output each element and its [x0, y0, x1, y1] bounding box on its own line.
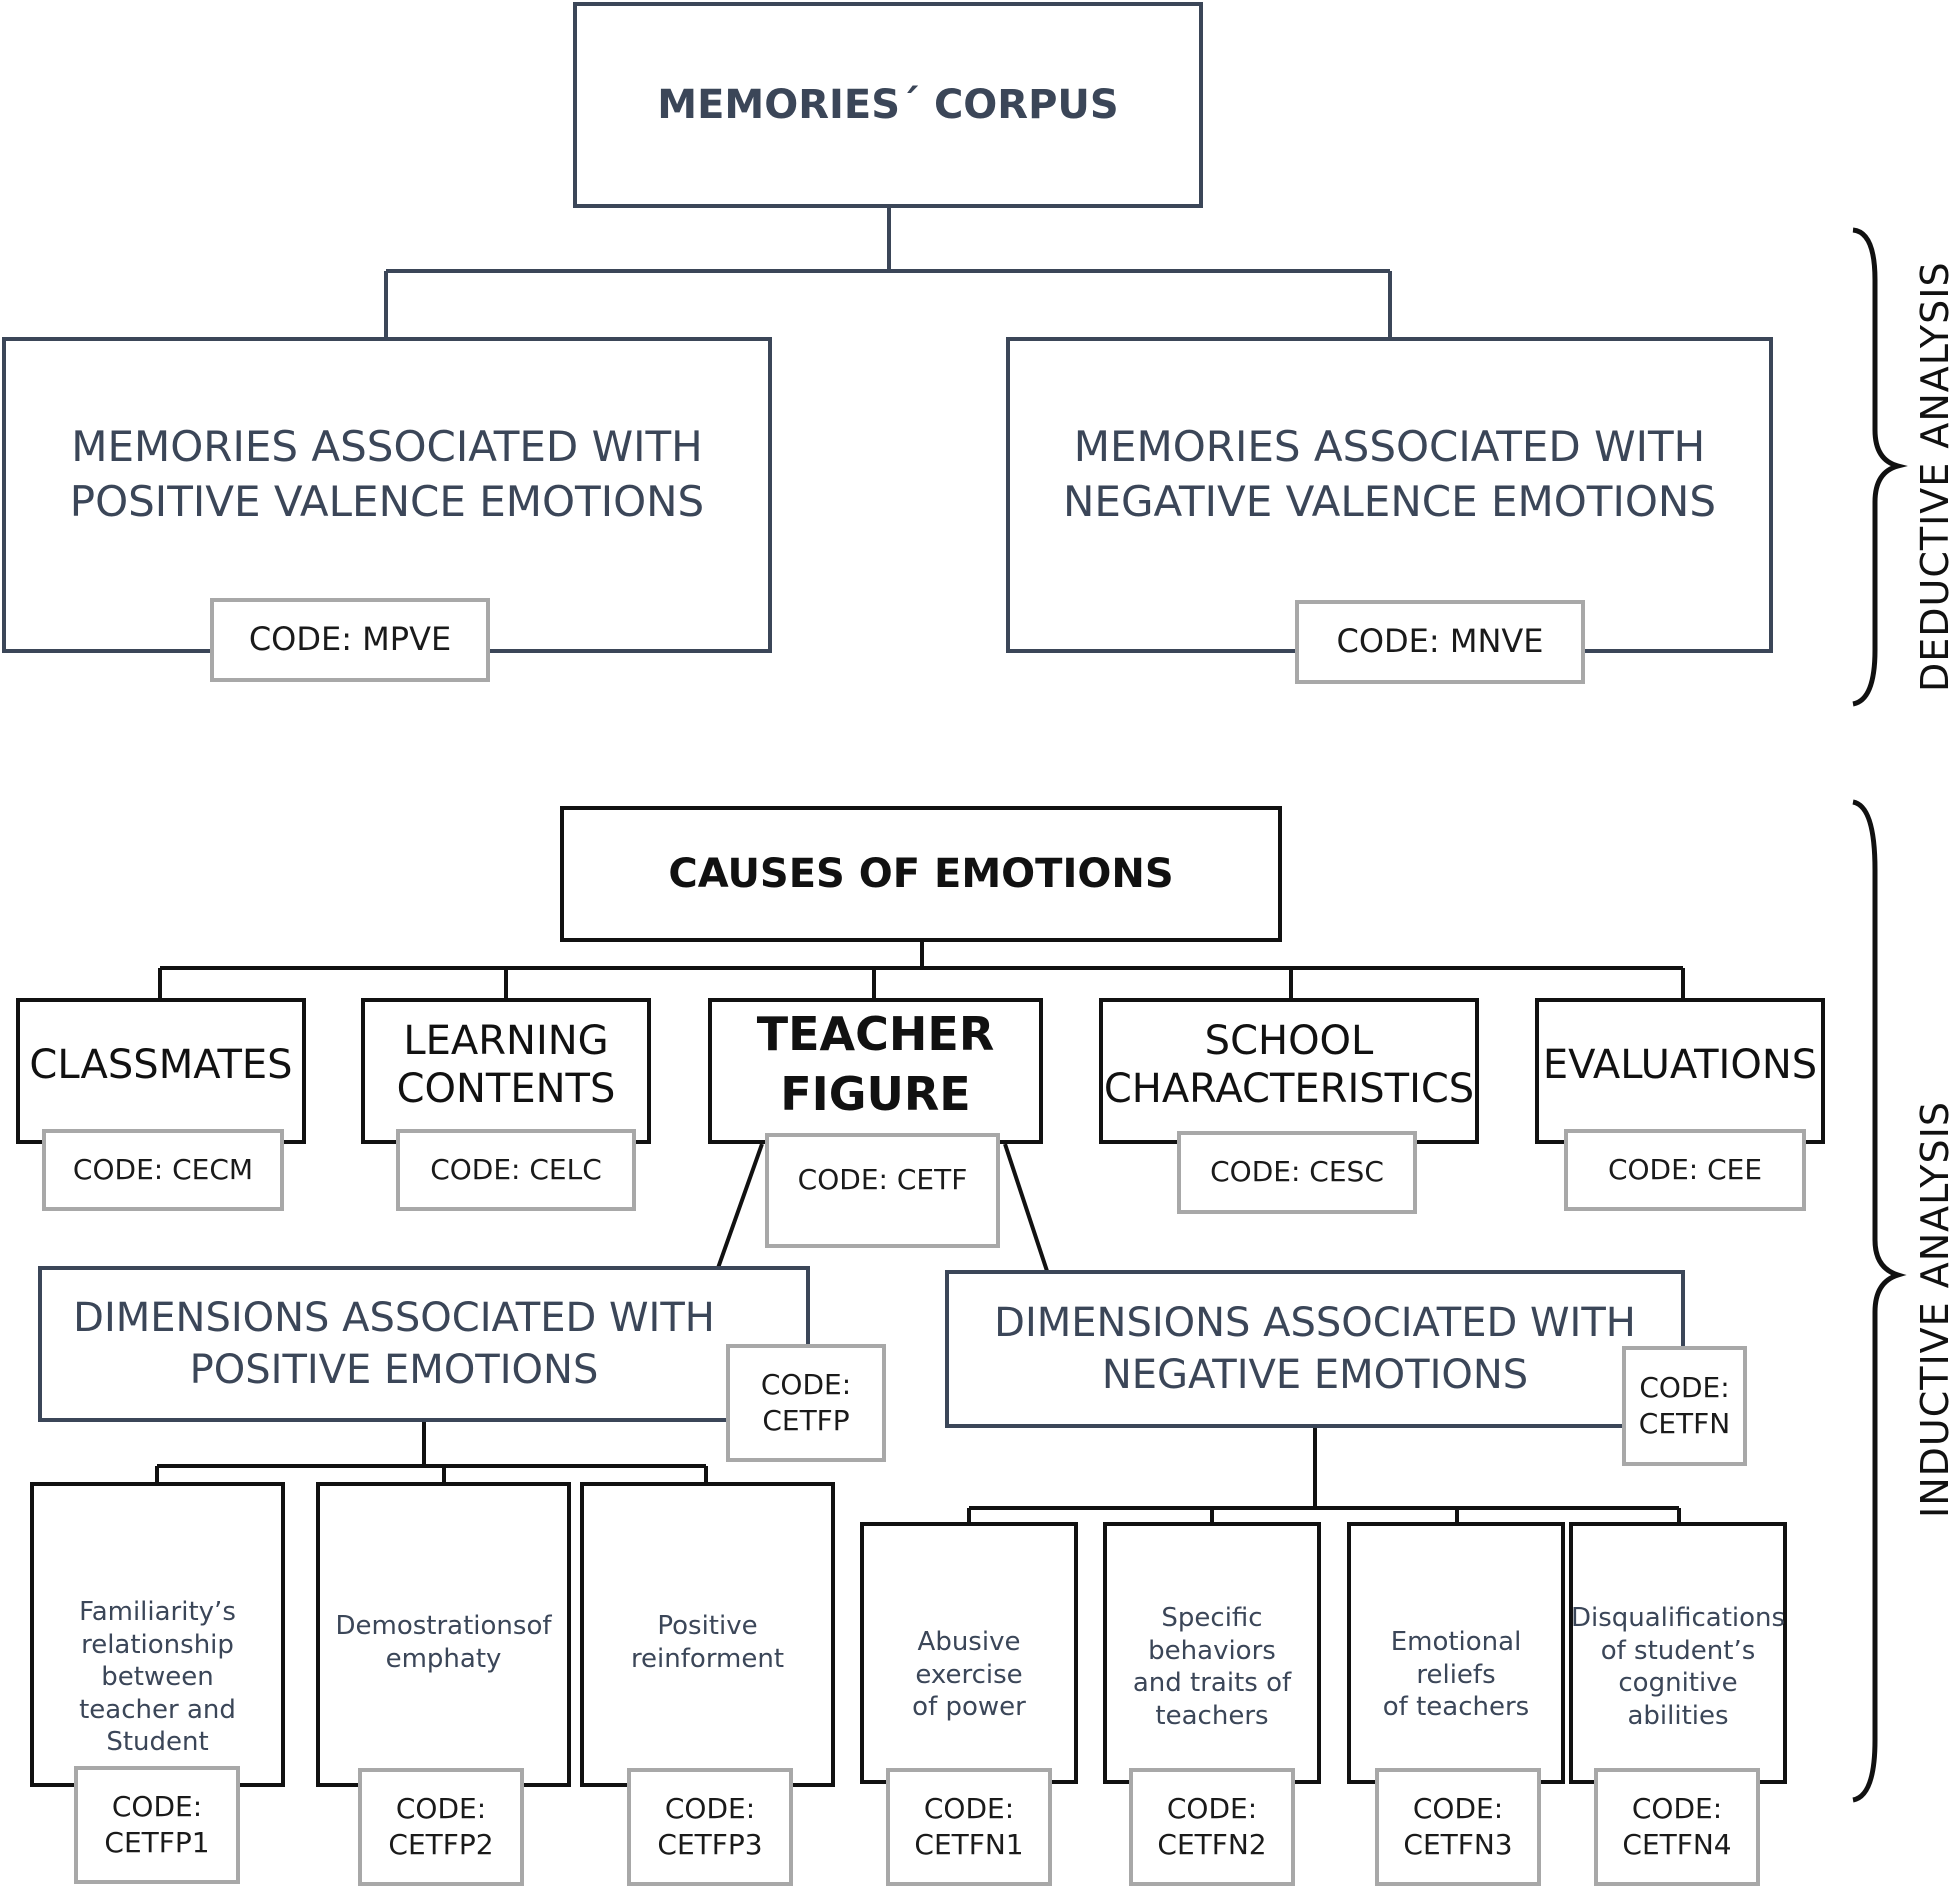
- cause-evaluations-box: EVALUATIONS: [1535, 998, 1825, 1144]
- leaf-disqualifications-box: Disqualifications of student’s cognitive…: [1569, 1522, 1787, 1784]
- code-cetf-label: CODE: CETF: [797, 1163, 968, 1197]
- code-cetfn: CODE: CETFN: [1622, 1346, 1747, 1466]
- leaf-emotional-reliefs-box: Emotional reliefs of teachers: [1347, 1522, 1565, 1784]
- code-cetfn1: CODE: CETFN1: [886, 1768, 1052, 1886]
- negative-valence-box: MEMORIES ASSOCIATED WITH NEGATIVE VALENC…: [1006, 337, 1773, 653]
- cause-school-characteristics-label: SCHOOL CHARACTERISTICS: [1103, 1018, 1475, 1112]
- memories-corpus-box: MEMORIES´ CORPUS: [573, 2, 1203, 208]
- leaf-disqualifications-label: Disqualifications of student’s cognitive…: [1570, 1603, 1786, 1731]
- code-mpve-label: CODE: MPVE: [248, 620, 452, 659]
- code-cetfn2: CODE: CETFN2: [1129, 1768, 1295, 1886]
- code-cetfp1-label: CODE: CETFP1: [104, 1789, 210, 1859]
- leaf-familiarity-box: Familiarity’s relationship between teach…: [30, 1482, 285, 1787]
- cause-evaluations-label: EVALUATIONS: [1542, 1042, 1818, 1088]
- causes-of-emotions-label: CAUSES OF EMOTIONS: [668, 851, 1174, 897]
- leaf-empathy-box: Demostrationsof emphaty: [316, 1482, 571, 1787]
- dim-positive-box: DIMENSIONS ASSOCIATED WITH POSITIVE EMOT…: [38, 1266, 810, 1422]
- cause-teacher-figure-box: TEACHER FIGURE: [708, 998, 1043, 1144]
- code-celc-label: CODE: CELC: [430, 1152, 602, 1186]
- leaf-familiarity-label: Familiarity’s relationship between teach…: [79, 1597, 236, 1757]
- code-celc: CODE: CELC: [396, 1129, 636, 1211]
- code-cetfp2-label: CODE: CETFP2: [388, 1791, 494, 1861]
- code-mnve: CODE: MNVE: [1295, 600, 1585, 684]
- code-cetfp: CODE: CETFP: [726, 1344, 886, 1462]
- cause-learning-contents-box: LEARNING CONTENTS: [361, 998, 651, 1144]
- code-cee-label: CODE: CEE: [1607, 1152, 1763, 1186]
- cause-classmates-label: CLASSMATES: [29, 1042, 293, 1088]
- deductive-brace: [1852, 227, 1908, 707]
- code-cetfn3: CODE: CETFN3: [1375, 1768, 1541, 1886]
- code-cesc-label: CODE: CESC: [1210, 1155, 1384, 1189]
- code-cetfn1-label: CODE: CETFN1: [914, 1791, 1024, 1861]
- positive-valence-box: MEMORIES ASSOCIATED WITH POSITIVE VALENC…: [2, 337, 772, 653]
- dim-positive-label: DIMENSIONS ASSOCIATED WITH POSITIVE EMOT…: [73, 1295, 715, 1393]
- causes-of-emotions-box: CAUSES OF EMOTIONS: [560, 806, 1282, 942]
- inductive-brace: [1852, 799, 1907, 1803]
- code-cecm-label: CODE: CECM: [72, 1152, 254, 1186]
- leaf-abusive-power-label: Abusive exercise of power: [912, 1627, 1026, 1722]
- code-mnve-label: CODE: MNVE: [1336, 622, 1544, 661]
- code-cetfp-label: CODE: CETFP: [760, 1367, 852, 1437]
- code-cetfp3-label: CODE: CETFP3: [657, 1791, 763, 1861]
- leaf-emotional-reliefs-label: Emotional reliefs of teachers: [1382, 1627, 1530, 1722]
- code-cetfp2: CODE: CETFP2: [358, 1768, 524, 1886]
- memories-corpus-label: MEMORIES´ CORPUS: [657, 82, 1119, 128]
- code-cecm: CODE: CECM: [42, 1129, 284, 1211]
- code-cetfp1: CODE: CETFP1: [74, 1766, 240, 1884]
- code-cetfn4: CODE: CETFN4: [1594, 1768, 1760, 1886]
- deductive-analysis-label: DEDUCTIVE ANALYSIS: [1913, 261, 1955, 692]
- leaf-specific-behaviors-label: Specific behaviors and traits of teacher…: [1132, 1603, 1292, 1731]
- dim-negative-box: DIMENSIONS ASSOCIATED WITH NEGATIVE EMOT…: [945, 1270, 1685, 1428]
- code-cetfp3: CODE: CETFP3: [627, 1768, 793, 1886]
- leaf-reinforcement-box: Positive reinforment: [580, 1482, 835, 1787]
- code-cetfn-label: CODE: CETFN: [1638, 1370, 1731, 1440]
- code-cetf: CODE: CETF: [765, 1133, 1000, 1248]
- leaf-reinforcement-label: Positive reinforment: [630, 1611, 785, 1674]
- inductive-analysis-label: INDUCTIVE ANALYSIS: [1913, 1101, 1955, 1518]
- negative-valence-label: MEMORIES ASSOCIATED WITH NEGATIVE VALENC…: [1063, 422, 1716, 526]
- code-cesc: CODE: CESC: [1177, 1131, 1417, 1214]
- dim-negative-label: DIMENSIONS ASSOCIATED WITH NEGATIVE EMOT…: [994, 1300, 1636, 1398]
- positive-valence-label: MEMORIES ASSOCIATED WITH POSITIVE VALENC…: [69, 422, 705, 526]
- code-cetfn3-label: CODE: CETFN3: [1403, 1791, 1513, 1861]
- cause-learning-contents-label: LEARNING CONTENTS: [396, 1018, 616, 1112]
- cause-school-characteristics-box: SCHOOL CHARACTERISTICS: [1099, 998, 1479, 1144]
- leaf-empathy-label: Demostrationsof emphaty: [335, 1611, 552, 1674]
- leaf-specific-behaviors-box: Specific behaviors and traits of teacher…: [1103, 1522, 1321, 1784]
- cause-classmates-box: CLASSMATES: [16, 998, 306, 1144]
- code-mpve: CODE: MPVE: [210, 598, 490, 682]
- code-cee: CODE: CEE: [1564, 1129, 1806, 1211]
- code-cetfn2-label: CODE: CETFN2: [1157, 1791, 1267, 1861]
- code-cetfn4-label: CODE: CETFN4: [1622, 1791, 1732, 1861]
- leaf-abusive-power-box: Abusive exercise of power: [860, 1522, 1078, 1784]
- cause-teacher-figure-label: TEACHER FIGURE: [756, 1007, 995, 1121]
